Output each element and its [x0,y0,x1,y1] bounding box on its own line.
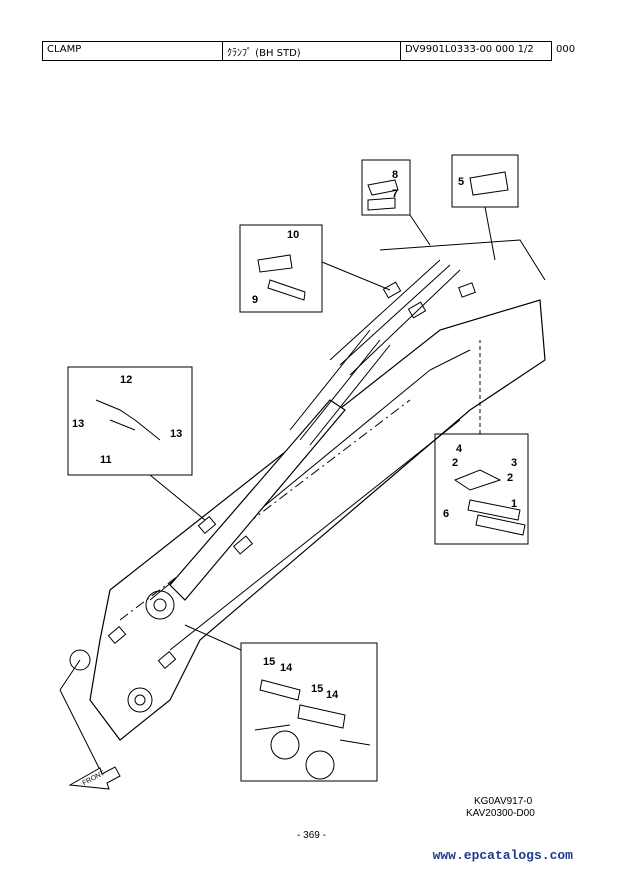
drawing-code-1: KG0AV917-0 [474,796,533,807]
front-direction-arrow: FRONT [68,766,121,790]
part-name: CLAMP [43,42,223,60]
header-extra-code: 000 [556,44,576,55]
drawing-reference: DV9901L0333-00 000 1/2 [405,44,534,55]
callout-3: 3 [511,457,517,469]
callout-15a: 15 [263,656,275,668]
title-block: CLAMP ｸﾗﾝﾌﾟ (BH STD) DV9901L0333-00 000 … [42,41,552,61]
callout-5: 5 [458,176,464,188]
callout-1: 1 [511,498,517,510]
callout-14a: 14 [280,662,293,674]
callout-10: 10 [287,229,299,241]
part-name-japanese: ｸﾗﾝﾌﾟ (BH STD) [223,42,401,60]
watermark-link[interactable]: www.epcatalogs.com [432,848,573,863]
callout-11: 11 [100,454,112,466]
callout-6: 6 [443,508,449,520]
callout-13a: 13 [72,418,84,430]
page-number: - 369 - [297,830,326,841]
drawing-code-2: KAV20300-D00 [466,808,535,819]
callout-9: 9 [252,294,258,306]
callout-2a: 2 [452,457,458,469]
callout-15b: 15 [311,683,323,695]
callout-8: 8 [392,169,398,181]
callout-7: 7 [392,188,398,200]
callout-12: 12 [120,374,132,386]
callout-2b: 2 [507,472,513,484]
callout-14b: 14 [326,689,339,701]
callout-4: 4 [456,443,463,455]
callout-13b: 13 [170,428,182,440]
